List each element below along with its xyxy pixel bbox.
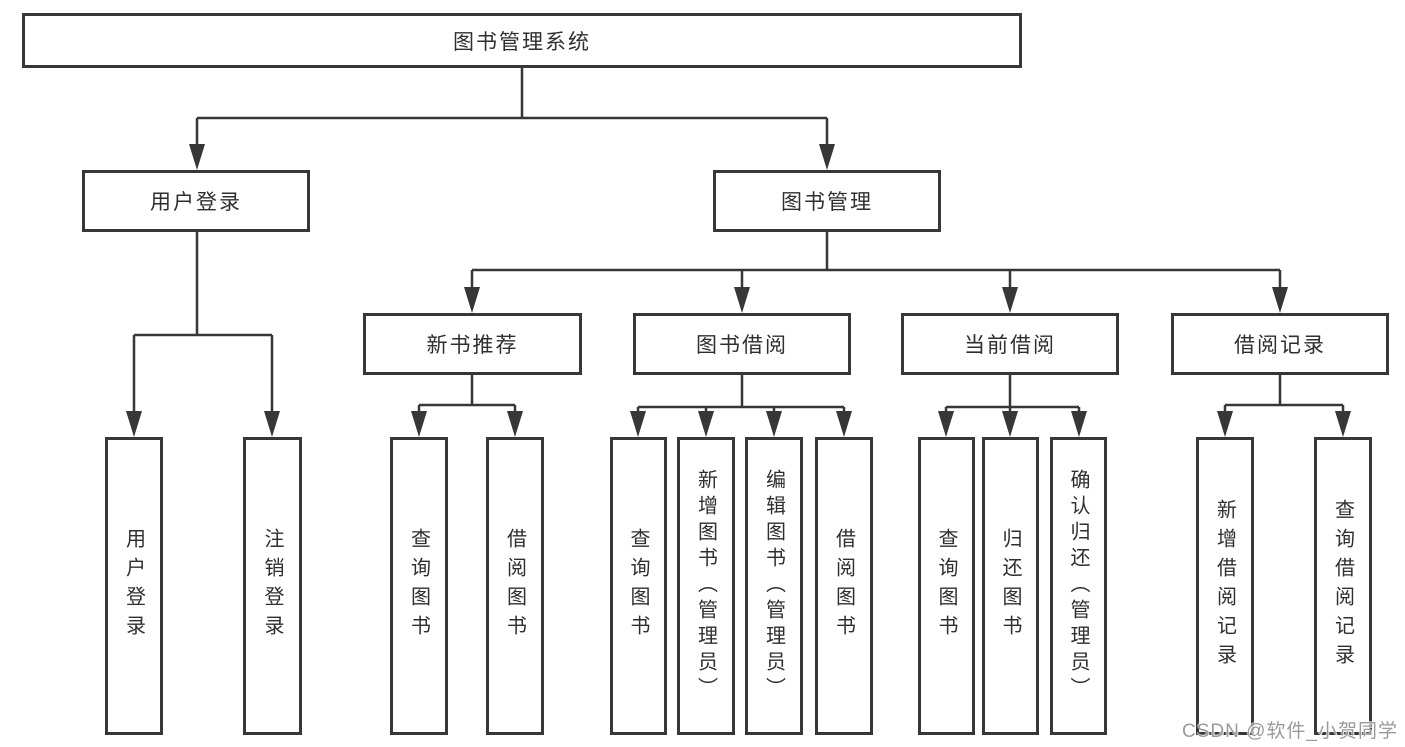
leaf-user-login: 用户登录 [105,437,163,735]
leaf-query-borrow-record: 查询借阅记录 [1314,437,1372,735]
leaf-edit-books-admin-label: 编辑图书（管理员） [762,469,785,703]
node-new-book-recommendation: 新书推荐 [363,313,582,375]
leaf-borrow-books-recommend-label: 借阅图书 [503,528,526,644]
leaf-borrow-books-recommend: 借阅图书 [486,437,544,735]
leaf-query-books-recommend-label: 查询图书 [407,528,430,644]
leaf-add-borrow-record: 新增借阅记录 [1196,437,1254,735]
node-book-management: 图书管理 [713,170,941,232]
leaf-user-login-label: 用户登录 [122,528,145,644]
leaf-borrow-books-borrowing: 借阅图书 [815,437,873,735]
node-borrowing-records-label: 借阅记录 [1234,334,1326,357]
csdn-watermark: CSDN @软件_小贺同学 [1182,721,1398,742]
node-book-borrowing-label: 图书借阅 [696,334,788,357]
node-user-login-label: 用户登录 [150,191,242,214]
node-user-login: 用户登录 [82,170,310,232]
node-current-borrowing-label: 当前借阅 [964,334,1056,357]
leaf-query-borrow-record-label: 查询借阅记录 [1331,499,1354,673]
node-current-borrowing: 当前借阅 [901,313,1119,375]
leaf-edit-books-admin: 编辑图书（管理员） [745,437,803,735]
node-book-management-system: 图书管理系统 [22,13,1022,68]
leaf-add-books-admin: 新增图书（管理员） [677,437,735,735]
node-book-management-label: 图书管理 [781,191,873,214]
node-new-book-recommendation-label: 新书推荐 [426,334,519,357]
leaf-add-borrow-record-label: 新增借阅记录 [1213,499,1236,673]
node-book-borrowing: 图书借阅 [633,313,851,375]
node-book-management-system-label: 图书管理系统 [453,30,591,54]
leaf-query-books-current: 查询图书 [918,437,975,735]
leaf-borrow-books-borrowing-label: 借阅图书 [832,528,855,644]
leaf-confirm-return-admin: 确认归还（管理员） [1050,437,1107,735]
leaf-query-books-current-label: 查询图书 [935,528,957,644]
leaf-logout: 注销登录 [243,437,302,735]
leaf-return-books-label: 归还图书 [999,528,1021,644]
leaf-query-books-borrowing: 查询图书 [610,437,667,735]
leaf-query-books-recommend: 查询图书 [390,437,448,735]
leaf-query-books-borrowing-label: 查询图书 [627,528,649,644]
node-borrowing-records: 借阅记录 [1171,313,1389,375]
leaf-add-books-admin-label: 新增图书（管理员） [694,469,717,703]
leaf-confirm-return-admin-label: 确认归还（管理员） [1067,469,1089,703]
leaf-logout-label: 注销登录 [261,528,283,644]
leaf-return-books: 归还图书 [982,437,1039,735]
